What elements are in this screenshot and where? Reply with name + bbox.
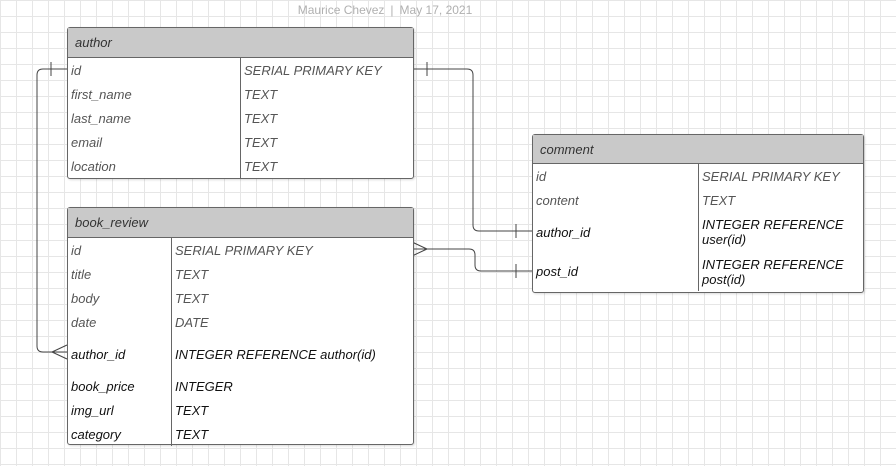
table-row: last_name TEXT xyxy=(68,106,413,130)
diagram-header: Maurice Chevez | May 17, 2021 xyxy=(0,3,770,17)
field-type: SERIAL PRIMARY KEY xyxy=(702,168,840,184)
table-row: location TEXT xyxy=(68,154,413,178)
field-name: book_price xyxy=(68,374,172,398)
header-date: May 17, 2021 xyxy=(399,3,473,17)
table-row: email TEXT xyxy=(68,130,413,154)
field-type: TEXT xyxy=(175,290,209,306)
table-row: author_id INTEGER REFERENCE author(id) xyxy=(68,334,413,374)
table-row: img_url TEXT xyxy=(68,398,413,422)
table-row: category TEXT xyxy=(68,422,413,446)
table-row: id SERIAL PRIMARY KEY xyxy=(68,238,413,262)
header-separator: | xyxy=(390,3,394,17)
table-row: title TEXT xyxy=(68,262,413,286)
table-row: id SERIAL PRIMARY KEY xyxy=(68,58,413,82)
field-type: TEXT xyxy=(244,158,278,174)
field-type: TEXT xyxy=(175,266,209,282)
crowfoot-bookreview-id xyxy=(411,241,428,257)
table-book-review[interactable]: book_review id SERIAL PRIMARY KEY title … xyxy=(67,207,414,446)
table-row: id SERIAL PRIMARY KEY xyxy=(533,164,863,188)
field-name: date xyxy=(68,310,172,334)
table-row: post_id INTEGER REFERENCE post(id) xyxy=(533,252,863,291)
field-name: author_id xyxy=(533,212,699,252)
field-name: body xyxy=(68,286,172,310)
field-type: TEXT xyxy=(244,86,278,102)
table-comment-title: comment xyxy=(533,135,863,164)
field-name: post_id xyxy=(533,252,699,291)
field-type: TEXT xyxy=(244,110,278,126)
link-author-bookreview xyxy=(36,68,67,353)
header-author: Maurice Chevez xyxy=(297,3,385,17)
field-type: INTEGER xyxy=(175,378,233,394)
field-type: INTEGER REFERENCE user(id) xyxy=(702,217,844,247)
field-name: id xyxy=(533,164,699,188)
field-type: SERIAL PRIMARY KEY xyxy=(175,242,313,258)
field-name: id xyxy=(68,58,241,82)
link-author-comment xyxy=(412,68,532,232)
field-type: TEXT xyxy=(244,134,278,150)
field-name: id xyxy=(68,238,172,262)
field-name: content xyxy=(533,188,699,212)
field-name: img_url xyxy=(68,398,172,422)
field-type: SERIAL PRIMARY KEY xyxy=(244,62,382,78)
table-row: date DATE xyxy=(68,310,413,334)
field-type: TEXT xyxy=(702,192,736,208)
field-name: category xyxy=(68,422,172,446)
field-type: TEXT xyxy=(175,402,209,418)
field-name: email xyxy=(68,130,241,154)
field-name: title xyxy=(68,262,172,286)
table-row: author_id INTEGER REFERENCE user(id) xyxy=(533,212,863,252)
field-type: TEXT xyxy=(175,426,209,442)
table-comment[interactable]: comment id SERIAL PRIMARY KEY content TE… xyxy=(532,134,864,293)
field-type: DATE xyxy=(175,314,209,330)
field-type: INTEGER REFERENCE author(id) xyxy=(175,346,376,362)
field-name: last_name xyxy=(68,106,241,130)
field-name: author_id xyxy=(68,334,172,374)
crowfoot-bookreview-author-id xyxy=(51,344,68,360)
table-row: book_price INTEGER xyxy=(68,374,413,398)
table-row: body TEXT xyxy=(68,286,413,310)
table-book-review-title: book_review xyxy=(68,208,413,238)
field-type: INTEGER REFERENCE post(id) xyxy=(702,256,844,287)
field-name: location xyxy=(68,154,241,178)
link-bookreview-comment xyxy=(412,248,532,272)
table-author[interactable]: author id SERIAL PRIMARY KEY first_name … xyxy=(67,27,414,179)
table-row: first_name TEXT xyxy=(68,82,413,106)
field-name: first_name xyxy=(68,82,241,106)
table-author-title: author xyxy=(68,28,413,58)
table-row: content TEXT xyxy=(533,188,863,212)
